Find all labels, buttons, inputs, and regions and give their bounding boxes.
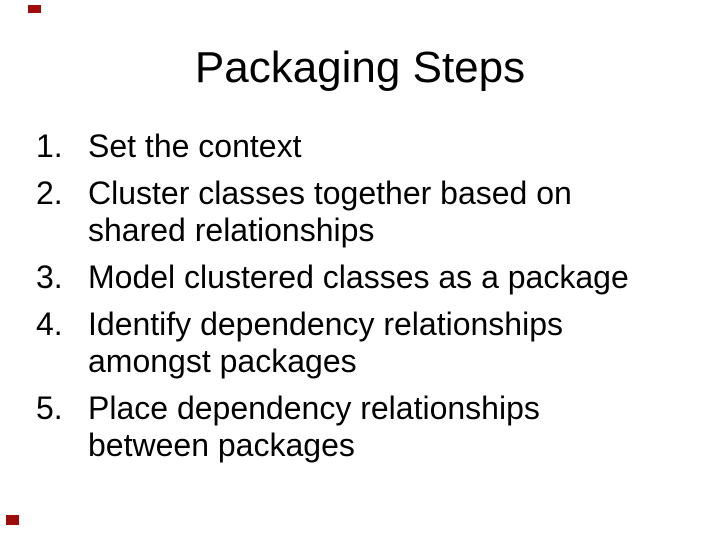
item-number: 2.: [36, 175, 63, 211]
list-item: 4. Identify dependency relationships amo…: [36, 306, 656, 380]
list-item: 5. Place dependency relationships betwee…: [36, 390, 656, 464]
list-item: 2. Cluster classes together based on sha…: [36, 175, 656, 249]
slide-title: Packaging Steps: [194, 43, 526, 92]
item-number: 1.: [36, 128, 63, 164]
red-edge-artifact-top: [28, 5, 41, 13]
item-text: Cluster classes together based on shared…: [88, 175, 572, 248]
list-item: 3. Model clustered classes as a package: [36, 259, 656, 296]
item-text: Model clustered classes as a package: [88, 259, 629, 295]
item-number: 3.: [36, 259, 63, 295]
list-item: 1. Set the context: [36, 128, 656, 165]
item-text: Set the context: [88, 128, 302, 164]
numbered-list: 1. Set the context 2. Cluster classes to…: [36, 128, 656, 474]
red-edge-artifact-bottom: [6, 515, 19, 525]
item-number: 5.: [36, 390, 63, 426]
item-text: Identify dependency relationships amongs…: [88, 306, 563, 379]
item-text: Place dependency relationships between p…: [88, 390, 540, 463]
item-number: 4.: [36, 306, 63, 342]
